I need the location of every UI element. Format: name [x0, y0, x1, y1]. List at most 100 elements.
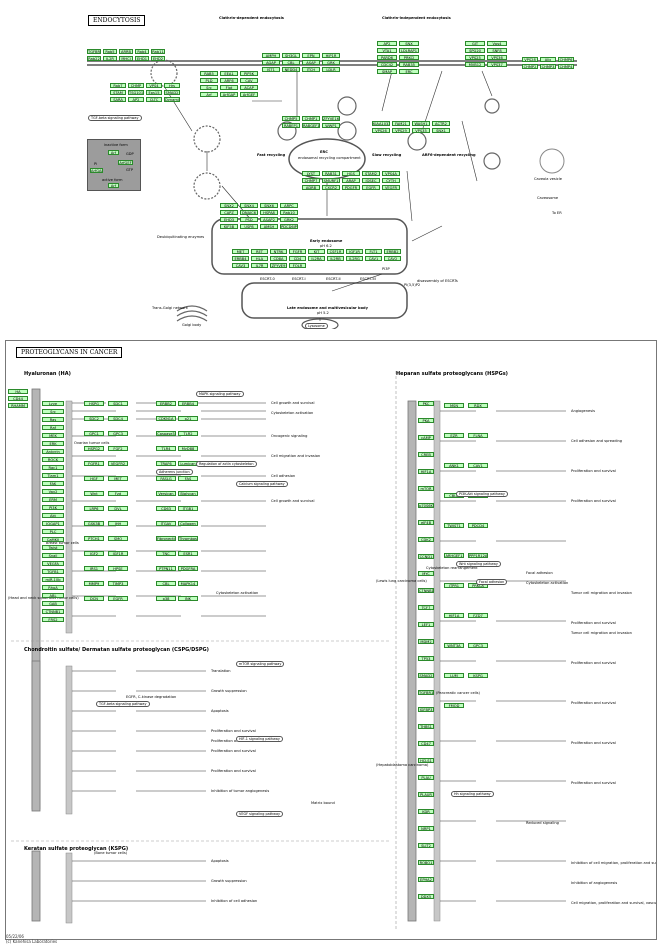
proteoglycans-gene-127[interactable]: ARHGEF1 [444, 553, 464, 558]
endocytosis-gene-1[interactable]: Rab5 [103, 49, 117, 54]
proteoglycans-gene-68[interactable]: Lumican [178, 461, 198, 466]
proteoglycans-gene-45[interactable]: LRP6 [84, 506, 104, 511]
proteoglycans-gene-24[interactable]: TGFB1 [42, 569, 64, 574]
endocytosis-gene-64[interactable]: VPS28 [522, 57, 538, 62]
endocytosis-gene-132[interactable]: CAV2 [384, 256, 401, 261]
endocytosis-gene-39[interactable]: CBL [282, 60, 300, 65]
proteoglycans-gene-62[interactable]: p21 [178, 416, 198, 421]
endocytosis-gene-83[interactable]: SNX1 [432, 128, 450, 133]
endocytosis-gene-17[interactable]: SMAD2 [164, 90, 180, 95]
endocytosis-gene-129[interactable]: IL2RB [327, 256, 344, 261]
proteoglycans-gene-9[interactable]: Ankyrin [42, 449, 64, 454]
endocytosis-gene-2[interactable]: ARRB [119, 49, 133, 54]
endocytosis-gene-25[interactable]: PLD [200, 78, 218, 83]
endocytosis-gene-69[interactable]: CHMP4 [558, 64, 574, 69]
endocytosis-gene-68[interactable]: CHMP3 [540, 64, 556, 69]
proteoglycans-gene-42[interactable]: MET [108, 476, 128, 481]
endocytosis-gene-93[interactable]: PSD [240, 217, 258, 222]
proteoglycans-gene-72[interactable]: Biglycan [178, 491, 198, 496]
pathway-box-5[interactable]: TGF-beta signaling pathway [96, 701, 150, 707]
endocytosis-gene-41[interactable]: GRK [322, 60, 340, 65]
pathway-box-6[interactable]: mTOR signaling pathway [236, 661, 285, 667]
endocytosis-gene-49[interactable]: LDLRAP1 [399, 48, 419, 53]
endocytosis-gene-75[interactable]: WWP1 [322, 123, 340, 128]
proteoglycans-gene-6[interactable]: Raf [42, 425, 64, 430]
endocytosis-gene-70[interactable]: CHMP5 [282, 116, 300, 121]
proteoglycans-gene-39[interactable]: FGFR1 [84, 461, 104, 466]
endocytosis-gene-47[interactable]: SNX [399, 41, 419, 46]
endocytosis-gene-117[interactable]: NTRK [270, 249, 287, 254]
endocytosis-gene-123[interactable]: ERBB2 [384, 249, 401, 254]
endocytosis-gene-111[interactable]: CXCR2 [322, 185, 340, 190]
tgfb-pathway-box[interactable]: TGF-beta signaling pathway [88, 115, 142, 121]
endocytosis-gene-24[interactable]: PIP5K [240, 71, 258, 76]
proteoglycans-gene-125[interactable]: TWIST1 [444, 523, 464, 528]
endocytosis-gene-77[interactable]: FAM21 [392, 121, 410, 126]
proteoglycans-gene-126[interactable]: PDCD4 [468, 523, 488, 528]
proteoglycans-gene-110[interactable]: PLAUR [418, 792, 434, 797]
proteoglycans-gene-91[interactable]: HIF1A [418, 469, 434, 474]
proteoglycans-gene-58[interactable]: EGFR [108, 596, 128, 601]
endocytosis-gene-60[interactable]: VPS25 [465, 55, 485, 60]
endocytosis-gene-40[interactable]: ASAP [302, 60, 320, 65]
proteoglycans-gene-85[interactable]: p38 [156, 596, 176, 601]
endocytosis-gene-115[interactable]: MET [232, 249, 249, 254]
endocytosis-gene-79[interactable]: ACTR2 [432, 121, 450, 126]
arfgef-gene[interactable]: ArfGEF [118, 160, 133, 165]
endocytosis-gene-42[interactable]: IST1 [262, 67, 280, 72]
endocytosis-gene-101[interactable]: RAB31 [322, 171, 340, 176]
proteoglycans-gene-128[interactable]: PPP1R12A [468, 553, 488, 558]
endocytosis-gene-73[interactable]: RABEP1 [282, 123, 300, 128]
endocytosis-gene-113[interactable]: EGFR [362, 185, 380, 190]
proteoglycans-gene-87[interactable]: PKC [418, 401, 434, 406]
proteoglycans-gene-50[interactable]: SMO [108, 536, 128, 541]
proteoglycans-gene-92[interactable]: mTOR [418, 486, 434, 491]
endocytosis-gene-18[interactable]: SARA [110, 97, 126, 102]
endocytosis-gene-14[interactable]: STAM [110, 90, 126, 95]
endocytosis-gene-3[interactable]: Rab4 [135, 49, 149, 54]
endocytosis-gene-52[interactable]: CDC42 [377, 62, 397, 67]
pathway-box-2[interactable]: Adherens junction [156, 469, 193, 475]
endocytosis-gene-13[interactable]: Hrs [164, 83, 180, 88]
proteoglycans-gene-104[interactable]: TGFBR1 [418, 690, 434, 695]
proteoglycans-gene-103[interactable]: SMAD2 [418, 673, 434, 678]
proteoglycans-gene-80[interactable]: ESR1 [178, 551, 198, 556]
proteoglycans-gene-135[interactable]: LUM [444, 673, 464, 678]
proteoglycans-gene-136[interactable]: KSPG [468, 673, 488, 678]
proteoglycans-gene-105[interactable]: IGFBP3 [418, 707, 434, 712]
pathway-box-8[interactable]: VEGF signaling pathway [236, 811, 284, 817]
endocytosis-gene-7[interactable]: MHCI [119, 56, 133, 61]
proteoglycans-gene-73[interactable]: CD63 [156, 506, 176, 511]
proteoglycans-gene-106[interactable]: THBS1 [418, 724, 434, 729]
endocytosis-gene-94[interactable]: ASAP2 [260, 217, 278, 222]
proteoglycans-gene-17[interactable]: Akt [42, 513, 64, 518]
proteoglycans-gene-43[interactable]: Wnt [84, 491, 104, 496]
endocytosis-gene-44[interactable]: ITCH [302, 67, 320, 72]
proteoglycans-gene-70[interactable]: FAS [178, 476, 198, 481]
endocytosis-gene-37[interactable]: HIP1R [322, 53, 340, 58]
proteoglycans-gene-89[interactable]: cAMP [418, 435, 434, 440]
proteoglycans-gene-113[interactable]: SLIT2 [418, 843, 434, 848]
endocytosis-gene-51[interactable]: PRKCI [399, 55, 419, 60]
proteoglycans-gene-107[interactable]: CD47 [418, 741, 434, 746]
endocytosis-gene-130[interactable]: IL2RG [346, 256, 363, 261]
endocytosis-gene-38[interactable]: AGAP [262, 60, 280, 65]
proteoglycans-gene-79[interactable]: TNC [156, 551, 176, 556]
proteoglycans-gene-129[interactable]: ITPR1 [444, 583, 464, 588]
proteoglycans-gene-86[interactable]: JNK [178, 596, 198, 601]
proteoglycans-gene-61[interactable]: CDKN1A [156, 416, 176, 421]
endocytosis-gene-23[interactable]: EEA1 [220, 71, 238, 76]
endocytosis-gene-133[interactable]: CAV3 [232, 263, 249, 268]
proteoglycans-gene-10[interactable]: ROCK [42, 457, 64, 462]
endocytosis-gene-128[interactable]: IL2RA [308, 256, 325, 261]
endocytosis-gene-63[interactable]: VPS37 [487, 62, 507, 67]
proteoglycans-gene-31[interactable]: HSPG [84, 401, 104, 406]
endocytosis-gene-125[interactable]: HLA [251, 256, 268, 261]
proteoglycans-gene-96[interactable]: CCND1 [418, 554, 434, 559]
arfgap-gene[interactable]: ArfGAP [90, 168, 103, 173]
endocytosis-gene-122[interactable]: FLT1 [365, 249, 382, 254]
endocytosis-gene-119[interactable]: KIT [308, 249, 325, 254]
endocytosis-gene-61[interactable]: VPS36 [487, 55, 507, 60]
endocytosis-gene-53[interactable]: RAB35 [399, 62, 419, 67]
endocytosis-gene-88[interactable]: CAPZ [220, 210, 238, 215]
